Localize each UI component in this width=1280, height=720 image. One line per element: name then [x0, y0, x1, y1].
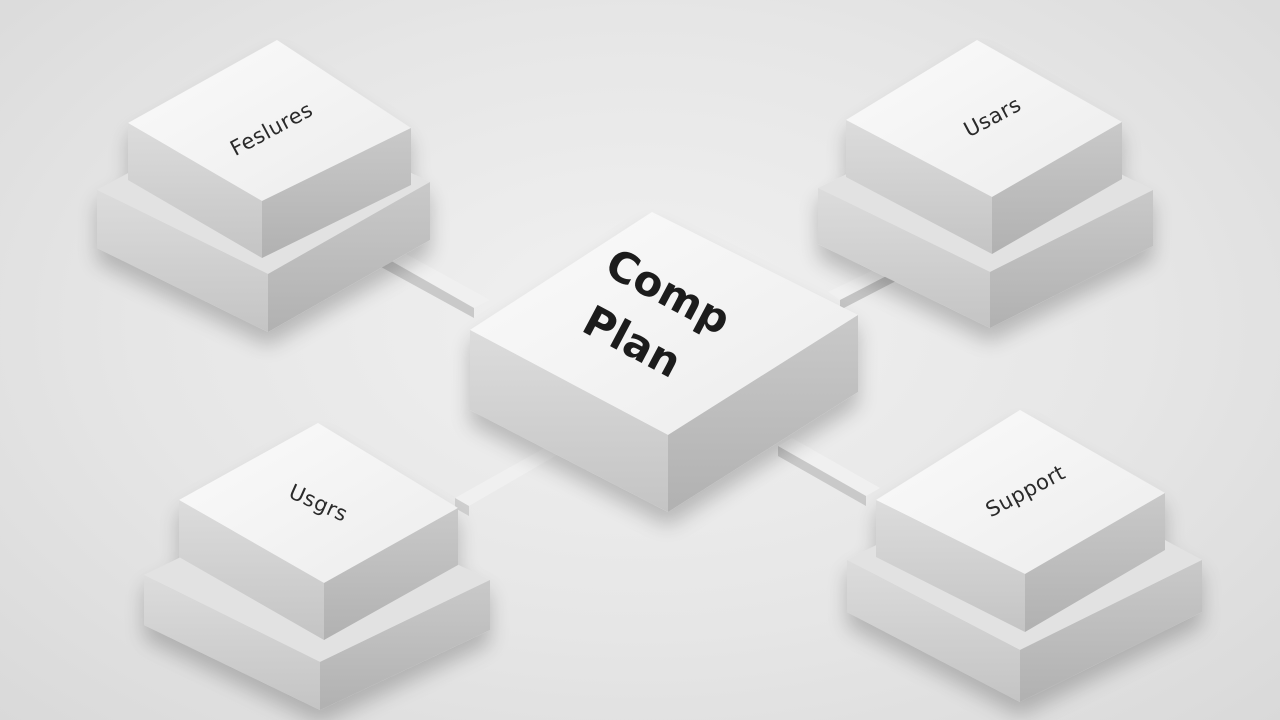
node-block — [846, 40, 1122, 254]
connector-bottom-right — [778, 438, 880, 506]
node-bottom-right: Support — [847, 410, 1202, 702]
node-bottom-left: Usgrs — [144, 423, 490, 710]
node-block — [179, 423, 458, 640]
node-block — [876, 410, 1165, 632]
node-top-left: Feslures — [97, 40, 430, 332]
node-center: Comp Plan — [470, 212, 858, 512]
node-block — [128, 40, 411, 258]
connector-bottom-left — [455, 446, 562, 516]
connector-top-left — [372, 244, 490, 318]
node-top-right: Usars — [818, 40, 1153, 328]
connectors — [372, 244, 898, 516]
